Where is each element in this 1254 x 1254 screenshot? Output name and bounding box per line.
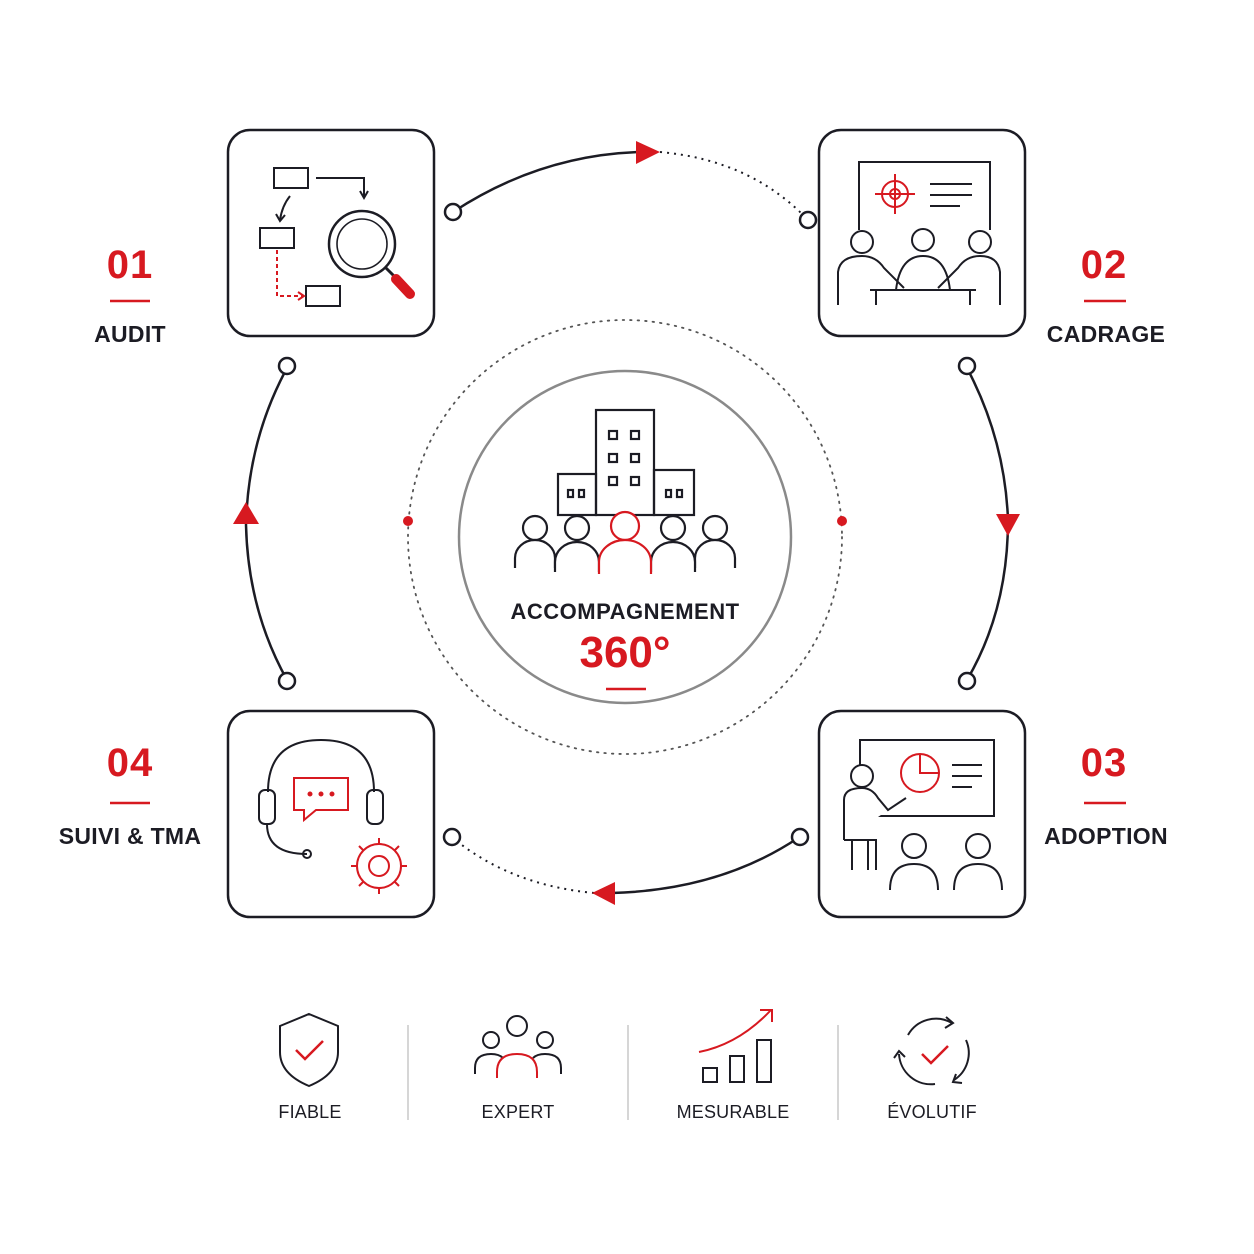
step-number-04: 04 [106, 741, 154, 785]
center-title: ACCOMPAGNEMENT [510, 599, 740, 624]
value-dividers [407, 1025, 839, 1120]
connector-cadrage-to-adoption [957, 356, 1020, 691]
step-number-03: 03 [1080, 741, 1128, 785]
step-underlines [110, 299, 1126, 805]
step-label-suivi-tma: SUIVI & TMA [58, 823, 202, 849]
value-label-fiable: FIABLE [278, 1102, 342, 1122]
arrow-right-icon [636, 141, 660, 164]
value-label-expert: EXPERT [481, 1102, 555, 1122]
shield-check-icon [279, 1012, 339, 1088]
center-hub [403, 319, 847, 755]
step-number-01: 01 [106, 243, 154, 287]
expert-group-icon [474, 1015, 562, 1078]
arrow-up-icon [233, 502, 259, 524]
box-cadrage [817, 128, 1027, 338]
training-presentation-icon [843, 739, 1003, 891]
step-number-02: 02 [1080, 243, 1128, 287]
cycle-check-icon [893, 1016, 970, 1086]
team-meeting-target-icon [837, 161, 1001, 305]
headset-support-gear-icon [258, 738, 407, 894]
process-audit-magnifier-icon [259, 167, 415, 307]
growth-chart-icon [698, 1009, 773, 1083]
buildings-and-team-icon [513, 408, 737, 574]
value-label-mesurable: MESURABLE [676, 1102, 790, 1122]
connector-audit-to-cadrage [443, 141, 818, 230]
value-label-evolutif: ÉVOLUTIF [887, 1102, 977, 1122]
step-label-cadrage: CADRAGE [1046, 321, 1166, 347]
arrow-left-icon [592, 882, 615, 905]
center-value: 360° [579, 628, 671, 677]
box-audit [226, 128, 436, 338]
connector-adoption-to-suivi [442, 827, 810, 905]
connector-suivi-to-audit [233, 356, 297, 691]
step-label-adoption: ADOPTION [1044, 823, 1168, 849]
box-suivi-tma [226, 709, 436, 919]
box-adoption [817, 709, 1027, 919]
step-label-audit: AUDIT [94, 321, 166, 347]
arrow-down-icon [996, 514, 1020, 536]
